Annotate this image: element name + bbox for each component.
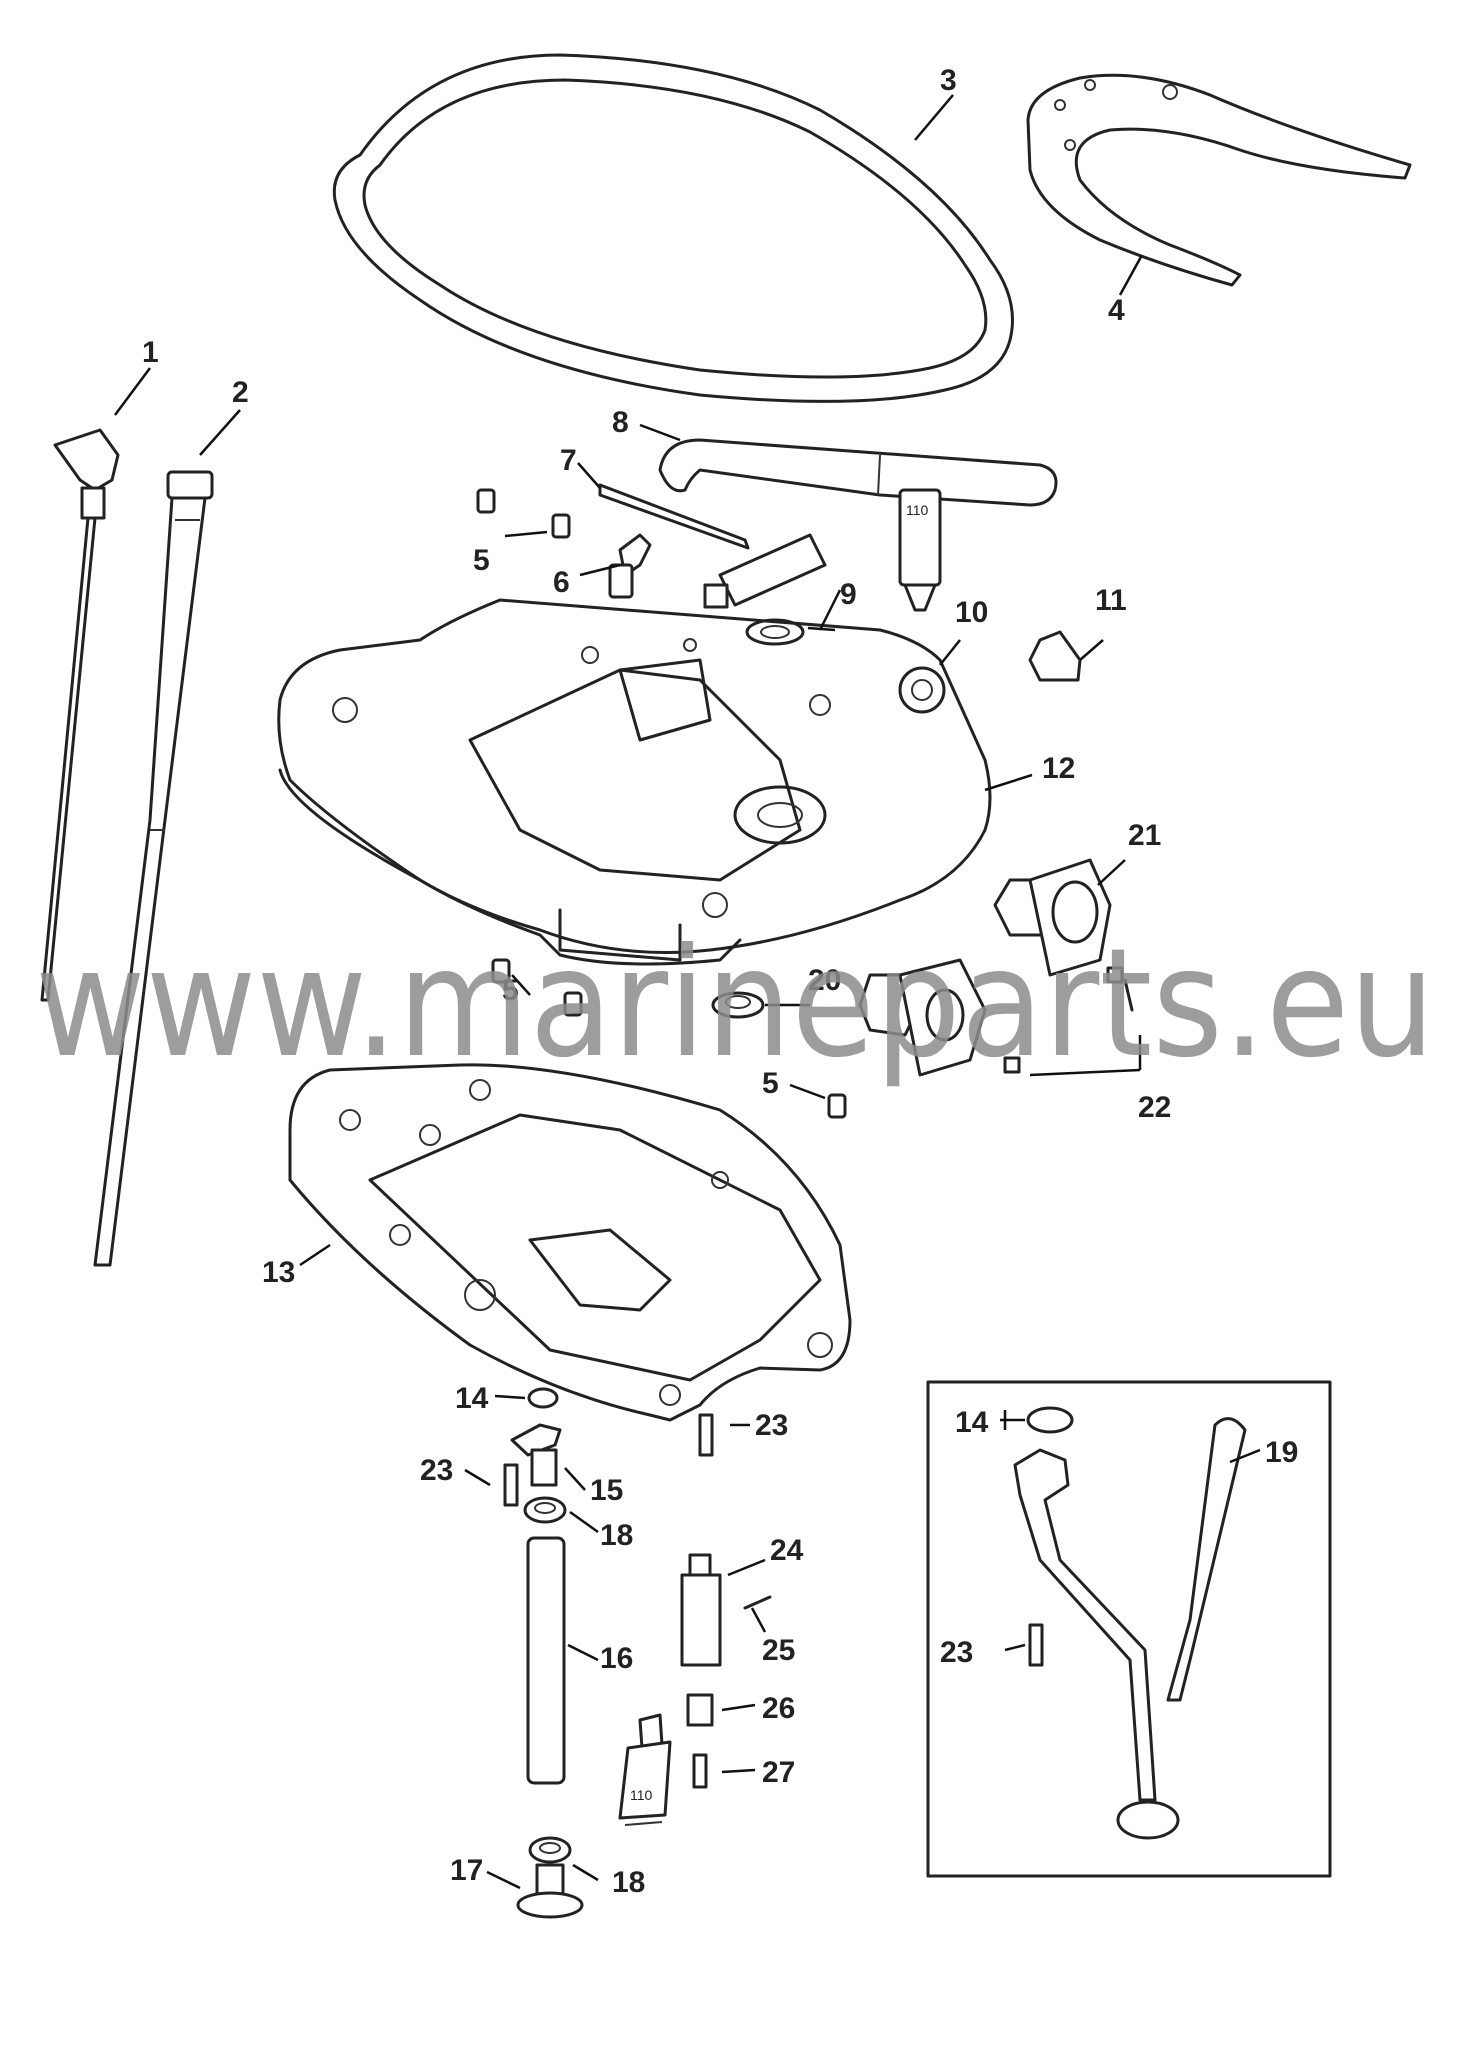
part-19-strainer bbox=[1116, 1800, 1180, 1840]
lower-flange-fitting bbox=[858, 958, 987, 1077]
part-3-seal bbox=[332, 53, 1014, 403]
part-22-bolts bbox=[1003, 966, 1134, 1074]
sealant-tube-110-lower: 110 bbox=[618, 1713, 672, 1826]
part-2-dipstick-tube bbox=[93, 470, 214, 1267]
callout-21: 21 bbox=[1128, 819, 1161, 852]
part-8-hose bbox=[658, 438, 1058, 507]
watermark-text: www.marineparts.eu bbox=[35, 917, 1435, 1091]
callout-15: 15 bbox=[590, 1474, 623, 1507]
tube-label-lower: 110 bbox=[630, 1787, 653, 1803]
part-14-oring bbox=[527, 1387, 559, 1409]
callout-13: 13 bbox=[262, 1256, 295, 1289]
inset-box bbox=[926, 1380, 1332, 1878]
callout-23c: 23 bbox=[940, 1636, 973, 1669]
callout-10: 10 bbox=[955, 596, 988, 629]
callout-3: 3 bbox=[940, 64, 957, 97]
part-25-pin bbox=[743, 1595, 772, 1610]
part-19-bracket bbox=[1166, 1417, 1247, 1702]
callout-23b: 23 bbox=[755, 1409, 788, 1442]
callout-12: 12 bbox=[1042, 752, 1075, 785]
part-23-bolts bbox=[503, 1413, 1044, 1667]
part-10-nut bbox=[898, 666, 946, 714]
part-16-tube bbox=[526, 1536, 566, 1785]
callout-8: 8 bbox=[612, 406, 629, 439]
callout-25: 25 bbox=[762, 1634, 795, 1667]
callout-5a: 5 bbox=[473, 544, 490, 577]
callout-5b: 5 bbox=[502, 974, 519, 1007]
callout-labels: 1 2 3 4 5 5 5 6 7 8 9 10 11 12 13 14 14 … bbox=[142, 64, 1298, 1899]
part-17-strainer bbox=[516, 1863, 584, 1919]
callout-24: 24 bbox=[770, 1534, 804, 1567]
callout-5c: 5 bbox=[762, 1067, 779, 1100]
part-21-flange bbox=[993, 858, 1112, 977]
part-24-fitting bbox=[680, 1553, 722, 1667]
part-27-spring bbox=[692, 1753, 708, 1789]
callout-9: 9 bbox=[840, 578, 857, 611]
callout-7: 7 bbox=[560, 444, 577, 477]
sealant-tube-upper bbox=[703, 533, 827, 609]
callout-4: 4 bbox=[1108, 294, 1125, 327]
callout-14b: 14 bbox=[955, 1406, 989, 1439]
part-5-pins bbox=[476, 488, 847, 1119]
callout-17: 17 bbox=[450, 1854, 483, 1887]
inset-part-14-oring bbox=[1026, 1406, 1074, 1434]
part-9-washer bbox=[745, 618, 805, 646]
part-18-rings bbox=[523, 1496, 572, 1864]
part-1-dipstick bbox=[40, 428, 120, 1002]
tube-label-upper: 110 bbox=[906, 502, 929, 518]
callout-23a: 23 bbox=[420, 1454, 453, 1487]
part-13-base-gasket bbox=[288, 1063, 852, 1422]
callout-18a: 18 bbox=[600, 1519, 633, 1552]
part-6-fitting bbox=[608, 533, 652, 599]
sealant-tube-110-upper: 110 bbox=[898, 488, 942, 612]
part-19-pickup-tube bbox=[1013, 1448, 1157, 1802]
callout-6: 6 bbox=[553, 566, 570, 599]
callout-19: 19 bbox=[1265, 1436, 1298, 1469]
callout-11: 11 bbox=[1095, 584, 1127, 617]
part-11-grommet bbox=[1028, 630, 1082, 682]
part-26-sleeve bbox=[686, 1693, 714, 1727]
part-4-gasket bbox=[1026, 73, 1412, 287]
callout-2: 2 bbox=[232, 376, 249, 409]
leader-lines bbox=[113, 94, 1261, 1890]
part-15-pickup bbox=[510, 1423, 562, 1487]
part-12-adapter-plate bbox=[277, 598, 992, 966]
callout-22: 22 bbox=[1138, 1091, 1171, 1124]
callout-14a: 14 bbox=[455, 1382, 489, 1415]
callout-1: 1 bbox=[142, 336, 159, 369]
callout-16: 16 bbox=[600, 1642, 633, 1675]
part-7-rod bbox=[598, 483, 750, 550]
callout-27: 27 bbox=[762, 1756, 795, 1789]
callout-20: 20 bbox=[808, 964, 841, 997]
part-20-washer bbox=[711, 991, 765, 1019]
callout-26: 26 bbox=[762, 1692, 795, 1725]
callout-18b: 18 bbox=[612, 1866, 645, 1899]
